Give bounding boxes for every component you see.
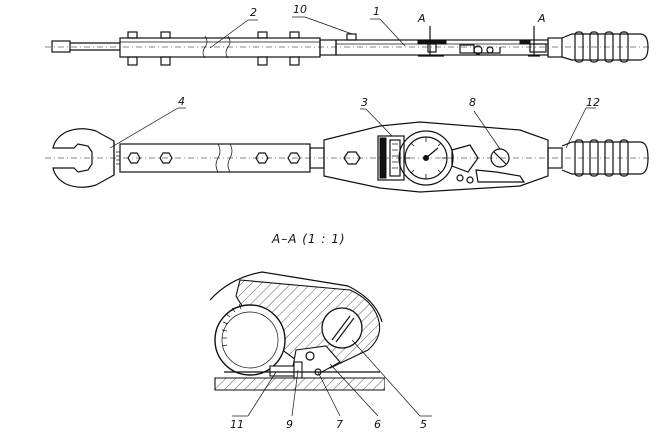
section-title: A–A (1 : 1) <box>271 232 346 246</box>
callout-7: 7 <box>336 418 343 431</box>
callout-3: 3 <box>361 96 368 109</box>
section-mark-right: A <box>537 12 546 25</box>
section-mark-left: A <box>417 12 426 25</box>
open-end-wrench-head <box>52 128 115 188</box>
side-view: A A 2 10 1 <box>45 3 650 66</box>
callout-9: 9 <box>286 418 293 431</box>
side-view-handle <box>561 33 649 61</box>
side-view-bolts <box>127 31 300 66</box>
callout-8: 8 <box>469 96 476 109</box>
part-3-housing <box>377 135 405 181</box>
callout-12: 12 <box>586 96 600 109</box>
hex-bolts <box>127 152 301 164</box>
side-view-tip <box>51 40 71 53</box>
handle-grips-top <box>574 31 629 63</box>
callout-4: 4 <box>178 95 185 108</box>
callout-5: 5 <box>420 418 427 431</box>
section-view: 11 9 7 6 5 <box>209 271 432 431</box>
callout-2: 2 <box>250 6 257 19</box>
section-marker-right: A <box>528 12 546 57</box>
callout-11: 11 <box>230 418 244 431</box>
callout-10: 10 <box>293 3 307 16</box>
callout-1: 1 <box>373 5 380 18</box>
callout-6: 6 <box>374 418 381 431</box>
plan-view-body <box>323 121 549 193</box>
side-view-part-10 <box>346 33 357 41</box>
handle-grips-middle <box>574 139 629 177</box>
plan-view: 4 3 8 12 <box>45 95 650 193</box>
section-marker-left: A <box>417 12 444 57</box>
part-5-gauge <box>321 307 363 349</box>
dial-gauge <box>398 130 454 186</box>
plan-view-handle <box>561 141 649 175</box>
wrench-teeth <box>116 151 120 165</box>
